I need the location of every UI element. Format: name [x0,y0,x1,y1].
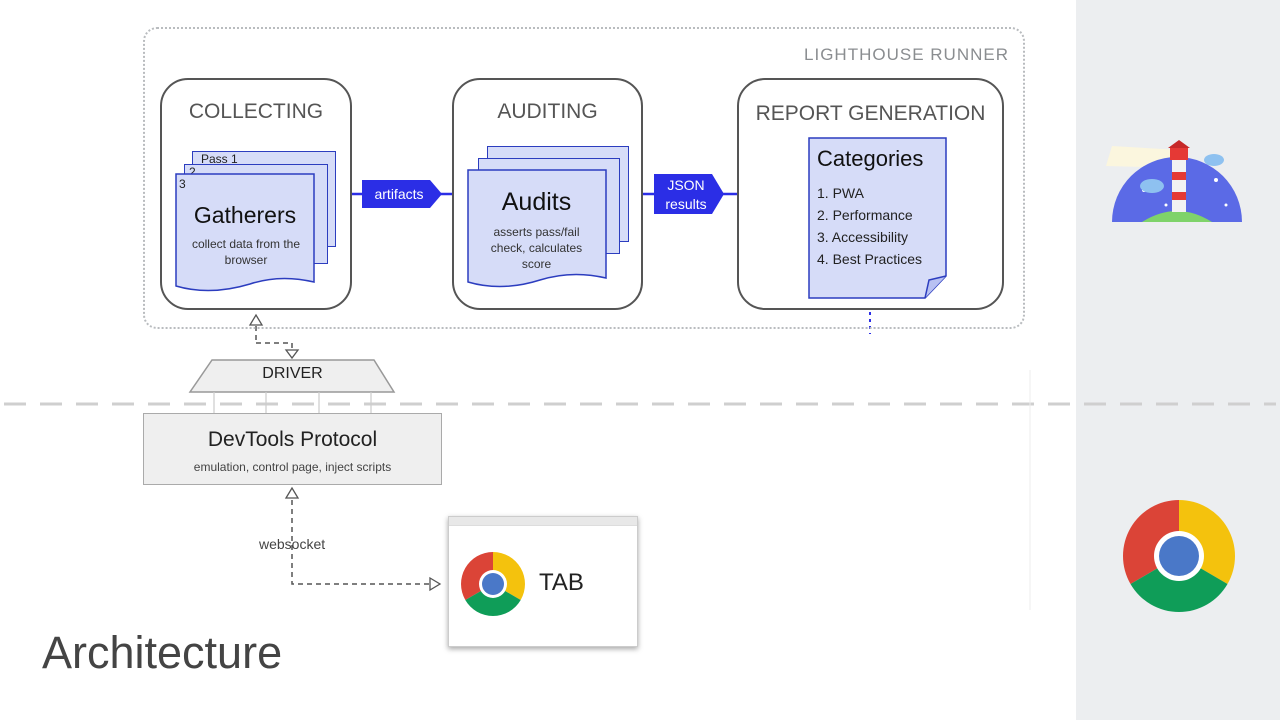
collecting-stage: COLLECTING Pass 1 2 3 Gatherers collect … [160,78,352,310]
gatherers-title: Gatherers [193,202,297,228]
pass-1-label: Pass 1 [201,152,238,166]
driver-shape [188,359,396,393]
lighthouse-runner-container: LIGHTHOUSE RUNNER [143,27,1025,329]
auditing-stage: AUDITING Audits asserts pass/fail check,… [452,78,643,310]
chrome-icon [461,552,525,616]
gatherers-description: collect data from the browser [191,237,301,267]
categories-list: 1. PWA 2. Performance 3. Accessibility 4… [817,182,922,270]
report-title: REPORT GENERATION [755,102,986,125]
gatherers-sheet-shape [175,173,315,292]
devtools-title: DevTools Protocol [207,428,378,451]
audits-title: Audits [501,188,572,216]
driver-label: DRIVER [262,365,323,382]
category-item: 4. Best Practices [817,251,923,267]
results-label: results [665,196,707,212]
category-item: 3. Accessibility [817,229,909,245]
pass-3-label: 3 [179,177,186,191]
browser-tab-bar [449,517,637,526]
categories-card: Categories 1. PWA 2. Performance 3. Acce… [809,138,946,298]
lighthouse-logo-icon [1106,140,1242,222]
tab-label: TAB [539,569,584,596]
runner-label: LIGHTHOUSE RUNNER [804,45,1009,64]
category-item: 2. Performance [817,207,913,223]
json-label: JSON [667,177,705,193]
audits-description: asserts pass/fail check, calculates scor… [490,225,583,271]
collecting-title: COLLECTING [188,100,324,123]
pass-2-label: 2 [189,165,196,179]
side-panel [1076,0,1280,720]
websocket-connector [291,500,432,585]
categories-sheet-shape [808,137,947,299]
side-panel-art [1106,140,1242,613]
category-item: 1. PWA [817,185,864,201]
devtools-description: emulation, control page, inject scripts [193,460,392,474]
devtools-protocol-box: DevTools Protocol emulation, control pag… [143,413,442,485]
slide-title: Architecture [42,627,283,678]
categories-title: Categories [817,146,924,171]
browser-tab-window: TAB [448,516,638,647]
websocket-label: websocket [259,536,326,552]
audits-sheet-shape [467,169,607,288]
artifacts-label: artifacts [374,186,424,202]
collecting-to-driver-arrow [256,342,293,352]
chrome-logo-icon [1122,500,1236,613]
report-generation-stage: REPORT GENERATION Categories 1. PWA 2. P… [737,78,1004,310]
auditing-title: AUDITING [497,100,598,123]
